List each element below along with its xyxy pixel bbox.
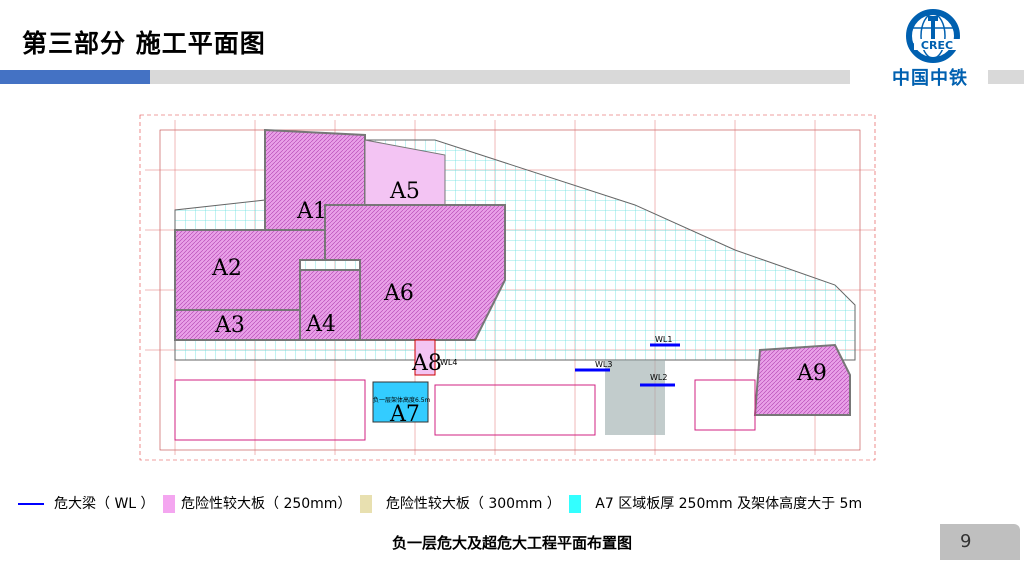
header-bar-accent <box>0 70 150 84</box>
page-number-box: 9 <box>940 524 1020 560</box>
beam-label-wl2: WL2 <box>650 373 667 382</box>
area-label-a7: A7 <box>389 402 420 427</box>
beam-legend-icon <box>18 503 44 505</box>
area-label-a3: A3 <box>214 313 245 338</box>
legend-slab-250: 危险性较大板（ 250mm） <box>181 496 352 512</box>
slab300-swatch-icon <box>569 495 582 513</box>
page-title: 第三部分 施工平面图 <box>22 29 266 58</box>
company-name: 中国中铁 <box>892 68 968 89</box>
drawing-caption: 负一层危大及超危大工程平面布置图 <box>391 534 632 552</box>
slab250-pattern-icon <box>359 495 372 513</box>
area-label-a8: A8 <box>411 351 442 376</box>
area-label-a1: A1 <box>296 199 327 224</box>
area-label-a6: A6 <box>383 281 414 306</box>
legend-slab-300: 危险性较大板（ 300mm ） <box>385 496 561 512</box>
beam-label-wl1: WL1 <box>655 335 672 344</box>
beam-label-wl4: WL4 <box>440 358 457 367</box>
beam-label-wl3: WL3 <box>595 360 612 369</box>
page-number: 9 <box>960 531 972 552</box>
area-label-a4: A4 <box>305 312 336 337</box>
header-bar <box>0 70 850 84</box>
area-label-a2: A2 <box>211 256 242 281</box>
legend-a7-note: A7 区域板厚 250mm 及架体高度大于 5m <box>595 496 863 512</box>
legend-beam: 危大梁（ WL ） <box>54 496 155 512</box>
svg-text:CREC: CREC <box>921 39 953 52</box>
header-bar-right <box>988 70 1024 84</box>
crec-logo-icon: CREC <box>906 9 960 63</box>
area-label-a5: A5 <box>389 179 420 204</box>
legend: 危大梁（ WL ） 危险性较大板（ 250mm） 危险性较大板（ 300mm ）… <box>18 492 1013 516</box>
a7-note: 负一层架体高度6.5m <box>373 396 431 404</box>
floor-plan-drawing[interactable]: A1 A2 A3 A4 A5 A6 A7 A8 A9 WL1 WL2 WL3 W… <box>135 110 885 470</box>
slab250-swatch-icon <box>163 495 175 513</box>
area-label-a9: A9 <box>796 361 827 386</box>
